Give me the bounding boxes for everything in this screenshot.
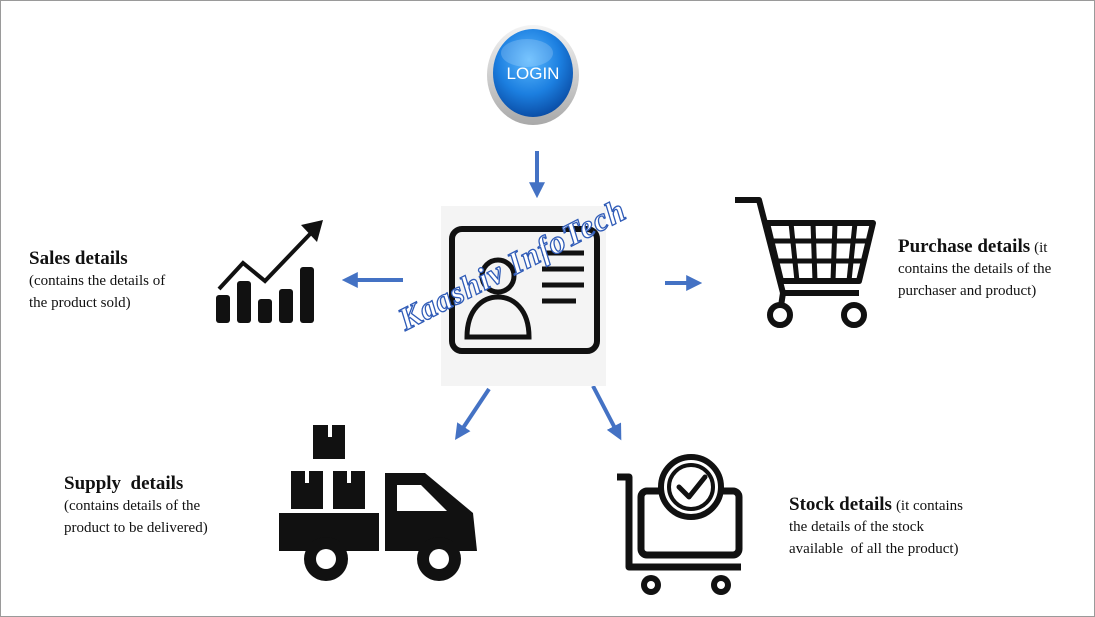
sales-chart-icon (216, 220, 323, 323)
purchase-details-label: Purchase details (it contains the detail… (898, 236, 1051, 302)
id-card-icon (441, 206, 606, 386)
stock-details-desc-line-1: the details of the stock (789, 519, 924, 535)
stock-details-title-suffix: (it contains (895, 498, 964, 514)
sales-details-label: Sales details (contains the details of t… (29, 248, 165, 314)
purchase-details-desc-line-2: purchaser and product) (898, 283, 1037, 299)
stock-checkmark-cart-icon (617, 454, 743, 595)
sales-details-desc-line-1: (contains the details of (29, 273, 166, 289)
supply-details-title: Supply details (64, 473, 184, 494)
arrow-profile-to-stock (591, 385, 622, 441)
stock-details-desc-line-2: available of all the product) (789, 541, 959, 557)
purchase-details-title-suffix: (it (1034, 240, 1048, 256)
stock-details-label: Stock details (it contains the details o… (789, 494, 963, 560)
login-label: LOGIN (507, 64, 560, 83)
purchase-details-title: Purchase details (898, 236, 1031, 257)
shopping-cart-icon (735, 197, 876, 328)
stock-details-title: Stock details (789, 494, 892, 515)
supply-details-desc-line-2: product to be delivered) (64, 520, 208, 536)
flow-arrows (341, 151, 703, 441)
supply-details-label: Supply details (contains details of the … (64, 473, 208, 539)
sales-details-desc-line-2: the product sold) (29, 295, 131, 311)
login-button[interactable]: LOGIN (487, 25, 579, 125)
supply-details-desc-line-1: (contains details of the (64, 498, 201, 514)
purchase-details-desc-line-1: contains the details of the (898, 261, 1052, 277)
arrow-profile-to-supply (455, 387, 491, 440)
sales-details-title: Sales details (29, 248, 128, 269)
delivery-truck-icon (279, 425, 477, 581)
